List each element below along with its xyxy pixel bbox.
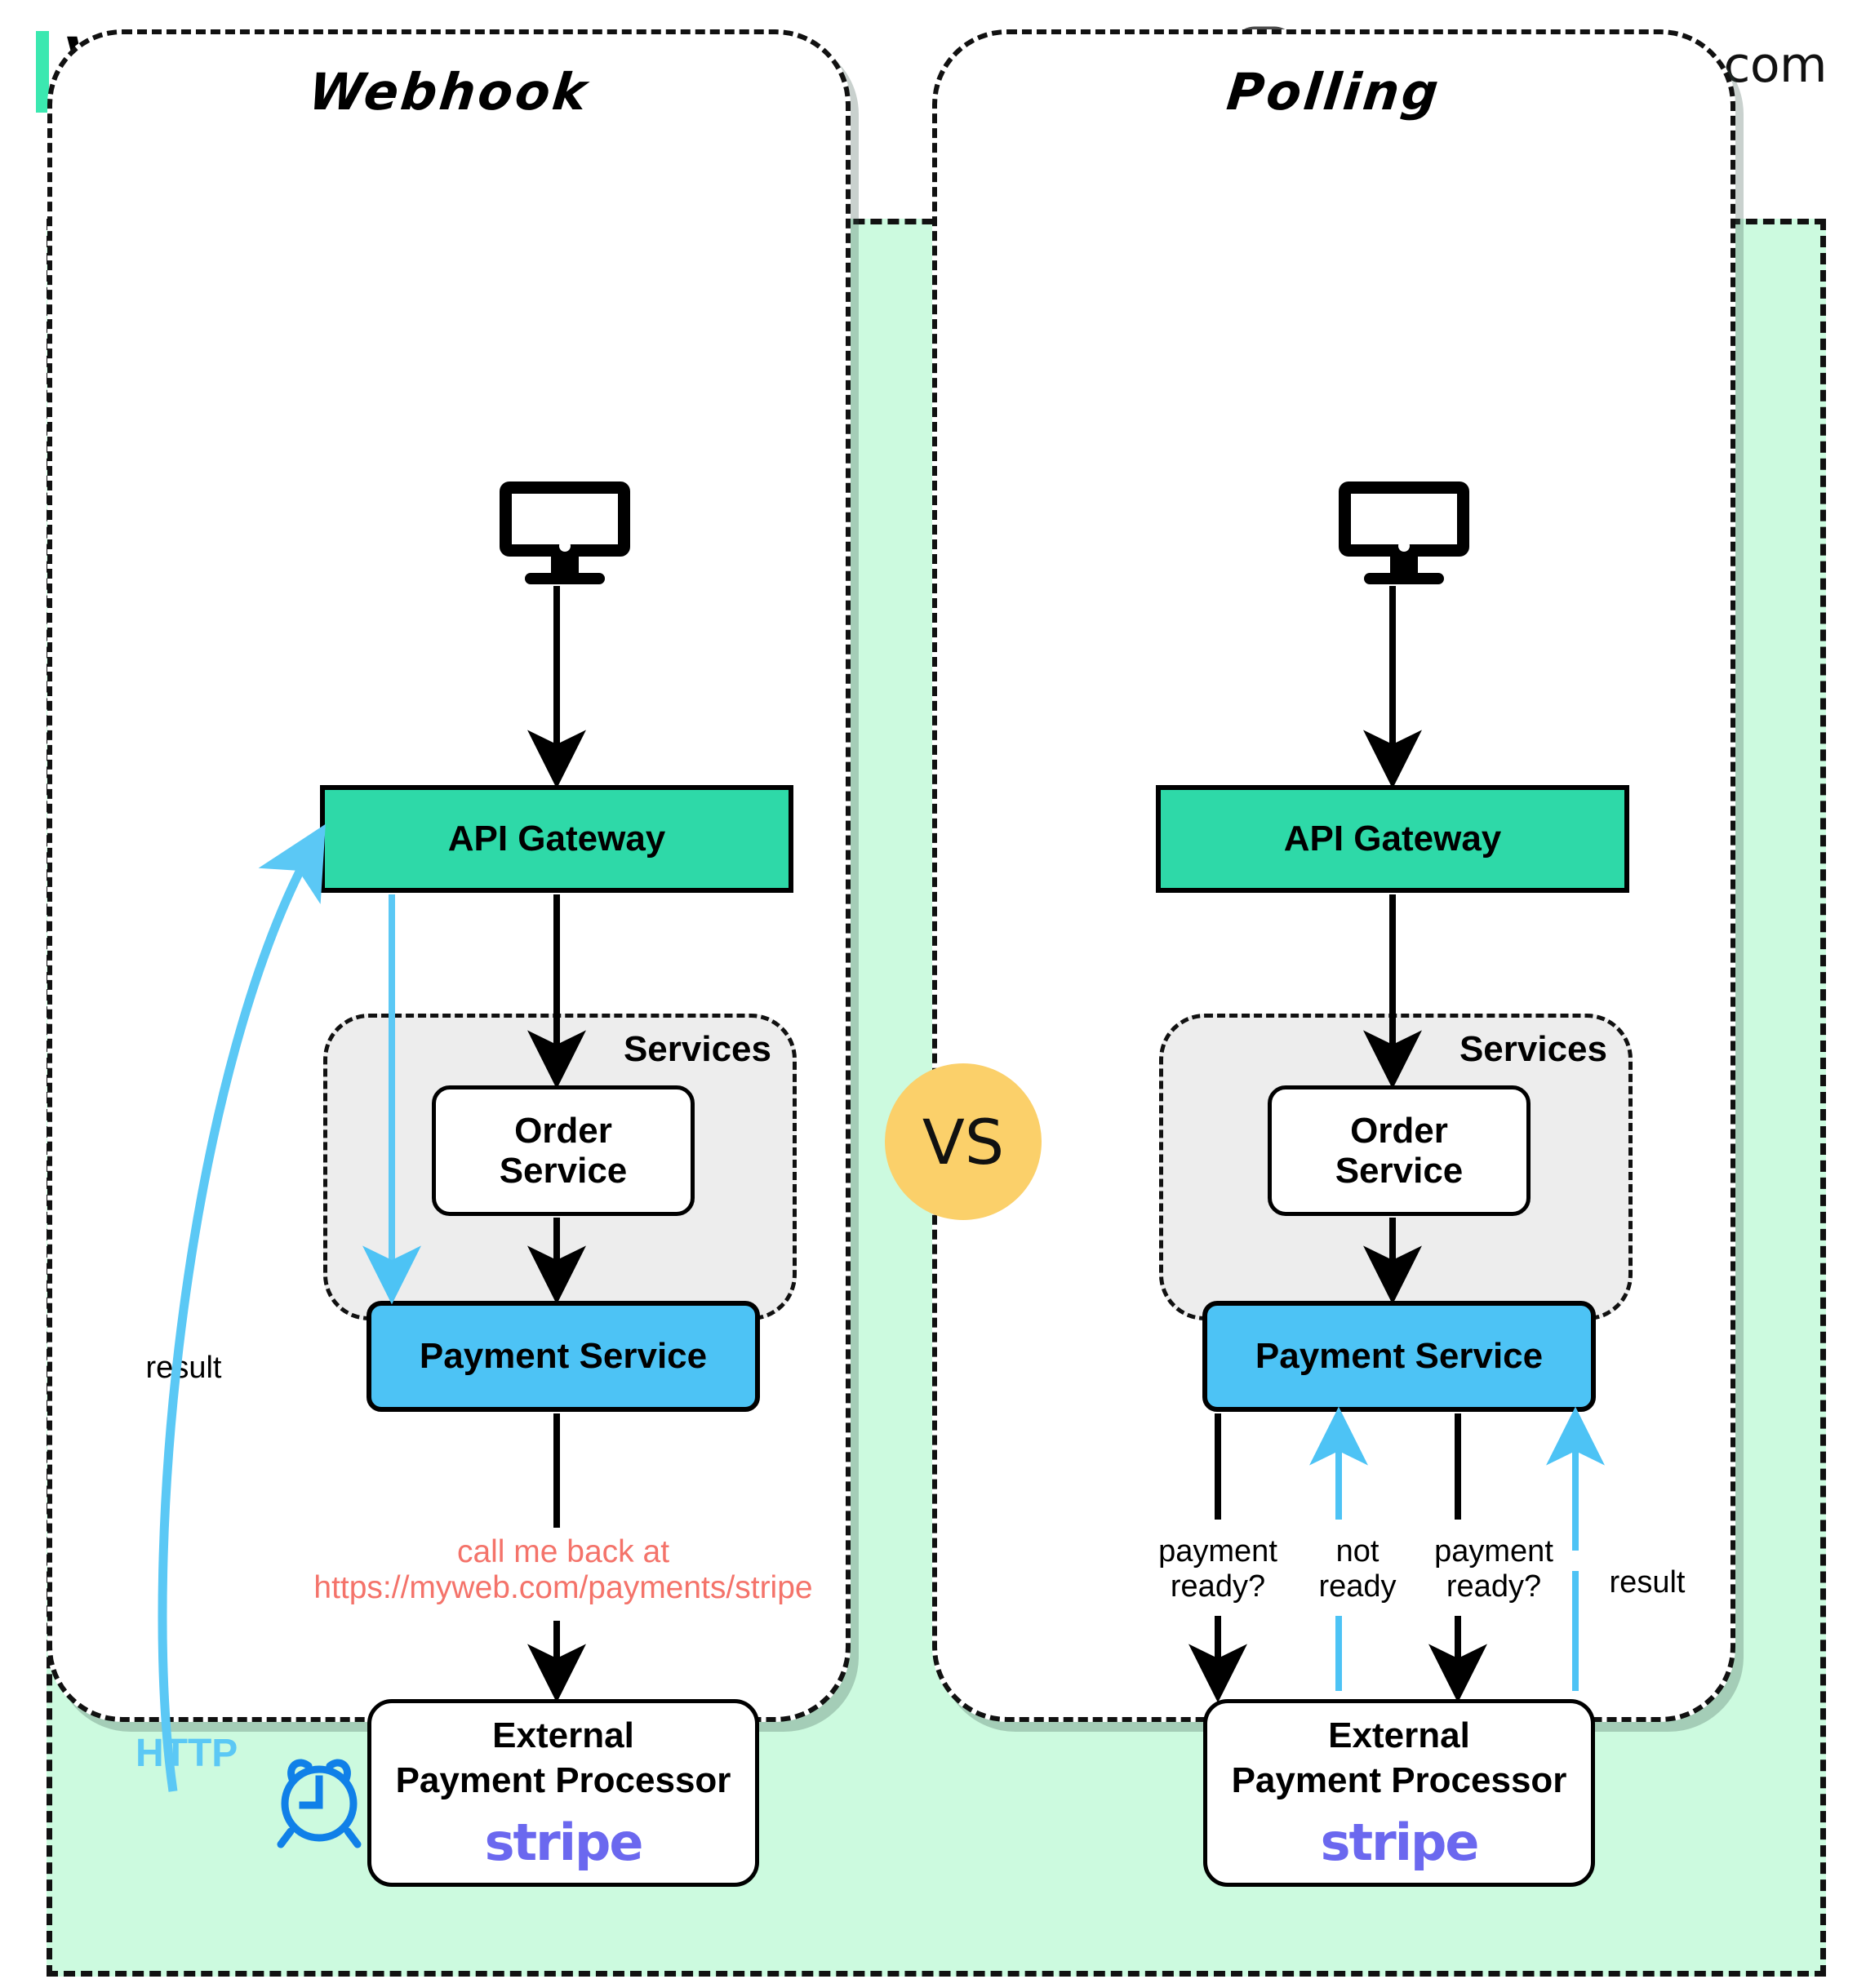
order-service-polling[interactable]: Order Service — [1268, 1085, 1531, 1216]
vs-label: VS — [922, 1105, 1005, 1178]
order-service-label-line1: Order — [1350, 1110, 1448, 1151]
http-label: HTTP — [136, 1732, 238, 1775]
monitor-icon — [500, 481, 630, 584]
alarm-clock-icon — [277, 1759, 362, 1848]
panel-title-webhook: Webhook — [305, 62, 593, 122]
result-label-webhook: result — [145, 1351, 222, 1385]
poll-label-0: payment ready? — [1158, 1534, 1277, 1604]
callback-note-line2: https://myweb.com/payments/stripe — [313, 1569, 813, 1605]
external-payment-processor-polling[interactable]: External Payment Processor stripe — [1203, 1699, 1595, 1887]
external-payment-processor-webhook[interactable]: External Payment Processor stripe — [367, 1699, 759, 1887]
monitor-base — [1364, 573, 1444, 584]
monitor-base — [525, 573, 605, 584]
monitor-icon — [1339, 481, 1469, 584]
payment-service-label: Payment Service — [1255, 1336, 1544, 1377]
order-service-label-line1: Order — [514, 1110, 612, 1151]
services-group-label: Services — [623, 1029, 771, 1069]
processor-label-line2: Payment Processor — [1231, 1760, 1567, 1801]
processor-label-line1: External — [492, 1715, 634, 1756]
monitor-neck — [1390, 557, 1418, 575]
api-gateway-label: API Gateway — [447, 819, 666, 859]
poll-label-1: not ready — [1318, 1534, 1397, 1604]
panel-title-polling: Polling — [1224, 62, 1444, 122]
payment-service-webhook[interactable]: Payment Service — [367, 1301, 760, 1412]
services-group-label: Services — [1459, 1029, 1607, 1069]
order-service-label-line2: Service — [1335, 1151, 1464, 1191]
stripe-logo: stripe — [1320, 1812, 1480, 1872]
poll-label-2: payment ready? — [1434, 1534, 1553, 1604]
poll-label-3: result — [1609, 1565, 1686, 1600]
order-service-label-line2: Service — [499, 1151, 628, 1191]
order-service-webhook[interactable]: Order Service — [432, 1085, 695, 1216]
monitor-indicator-dot — [1398, 540, 1410, 552]
callback-note-line1: call me back at — [456, 1534, 670, 1569]
api-gateway-polling[interactable]: API Gateway — [1156, 785, 1629, 893]
processor-label-line1: External — [1328, 1715, 1470, 1756]
payment-service-label: Payment Service — [419, 1336, 708, 1377]
stripe-logo: stripe — [484, 1812, 644, 1872]
vs-badge: VS — [885, 1063, 1042, 1220]
api-gateway-label: API Gateway — [1283, 819, 1502, 859]
monitor-indicator-dot — [559, 540, 571, 552]
processor-label-line2: Payment Processor — [395, 1760, 731, 1801]
monitor-neck — [551, 557, 579, 575]
api-gateway-webhook[interactable]: API Gateway — [320, 785, 793, 893]
payment-service-polling[interactable]: Payment Service — [1202, 1301, 1596, 1412]
header-accent-bar — [36, 31, 49, 113]
callback-note: call me back at https://myweb.com/paymen… — [269, 1534, 857, 1605]
